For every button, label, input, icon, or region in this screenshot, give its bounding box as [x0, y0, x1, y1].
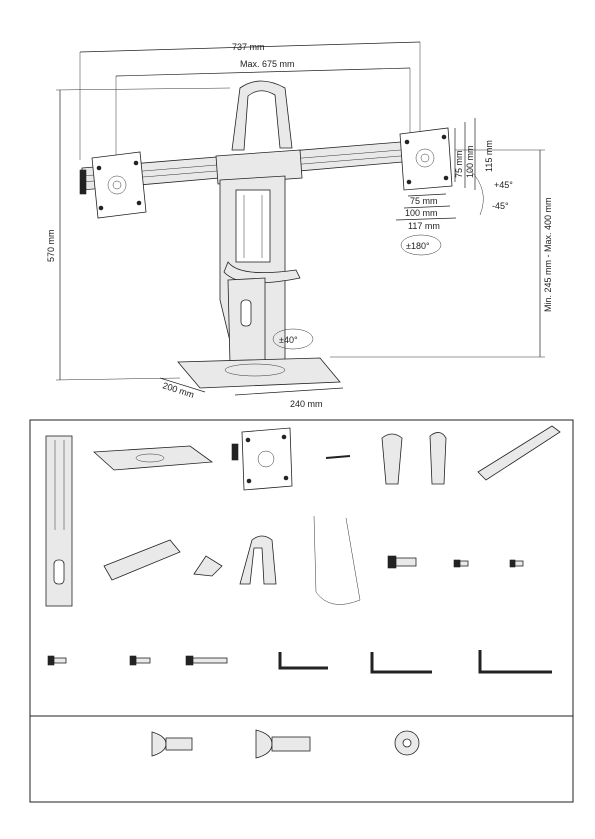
part-crossbar-rail — [478, 426, 560, 480]
dim-100-h-label: 100 mm — [405, 208, 438, 218]
part-screw-small-a — [454, 560, 468, 567]
part-cable-clip — [194, 556, 222, 576]
column-slot — [236, 190, 270, 262]
part-monitor-screw-short — [152, 732, 192, 756]
dim-115-v-label: 115 mm — [484, 140, 494, 172]
part-wire-holder — [314, 516, 360, 605]
dim-line-675 — [116, 68, 410, 76]
part-screw-e — [186, 656, 227, 665]
part-hex-key-a — [280, 652, 328, 668]
swivel-label: ±40° — [279, 335, 298, 345]
dim-height-adjust-label: Min. 245 mm - Max. 400 mm — [543, 197, 553, 312]
dim-75-h-label: 75 mm — [410, 196, 438, 206]
dim-737-label: 737 mm — [232, 42, 265, 52]
tilt-down-label: -45° — [492, 201, 509, 211]
part-screw-c — [48, 656, 66, 665]
part-vesa-plate — [232, 428, 292, 490]
part-handle — [240, 536, 276, 584]
parts-row-3 — [48, 650, 552, 672]
lower-slot — [241, 300, 251, 326]
part-column — [46, 436, 72, 606]
dim-100-v-label: 100 mm — [465, 145, 475, 178]
dim-200-label: 200 mm — [161, 380, 195, 400]
part-pin — [326, 456, 350, 458]
parts-row-2 — [104, 516, 523, 605]
part-screw-d — [130, 656, 150, 665]
rotate-label: ±180° — [406, 241, 430, 251]
part-screw-small-b — [510, 560, 523, 567]
part-hex-key-c — [480, 650, 552, 672]
part-clamp — [104, 540, 180, 580]
dim-240-label: 240 mm — [290, 399, 323, 409]
part-handle-half-a — [382, 434, 402, 484]
part-handle-half-b — [430, 432, 446, 484]
right-vesa-plate — [400, 128, 452, 190]
parts-row-4 — [152, 730, 419, 758]
base-plate — [178, 358, 340, 388]
dim-line-240 — [235, 388, 343, 395]
part-base-plate — [94, 446, 212, 470]
dim-75-v-label: 75 mm — [454, 150, 464, 178]
assembly-drawing: 737 mm Max. 675 mm 570 mm Min. 245 mm - … — [46, 42, 553, 409]
dim-117-label: 117 mm — [408, 221, 440, 231]
part-monitor-screw-long — [256, 730, 310, 758]
tilt-up-label: +45° — [494, 180, 513, 190]
part-hex-key-b — [372, 652, 432, 672]
parts-row-1 — [46, 426, 560, 606]
dim-675-label: Max. 675 mm — [240, 59, 295, 69]
carry-handle — [232, 81, 292, 150]
part-washer — [395, 731, 419, 755]
dim-570-label: 570 mm — [46, 229, 56, 262]
part-bolt-large — [388, 556, 416, 568]
